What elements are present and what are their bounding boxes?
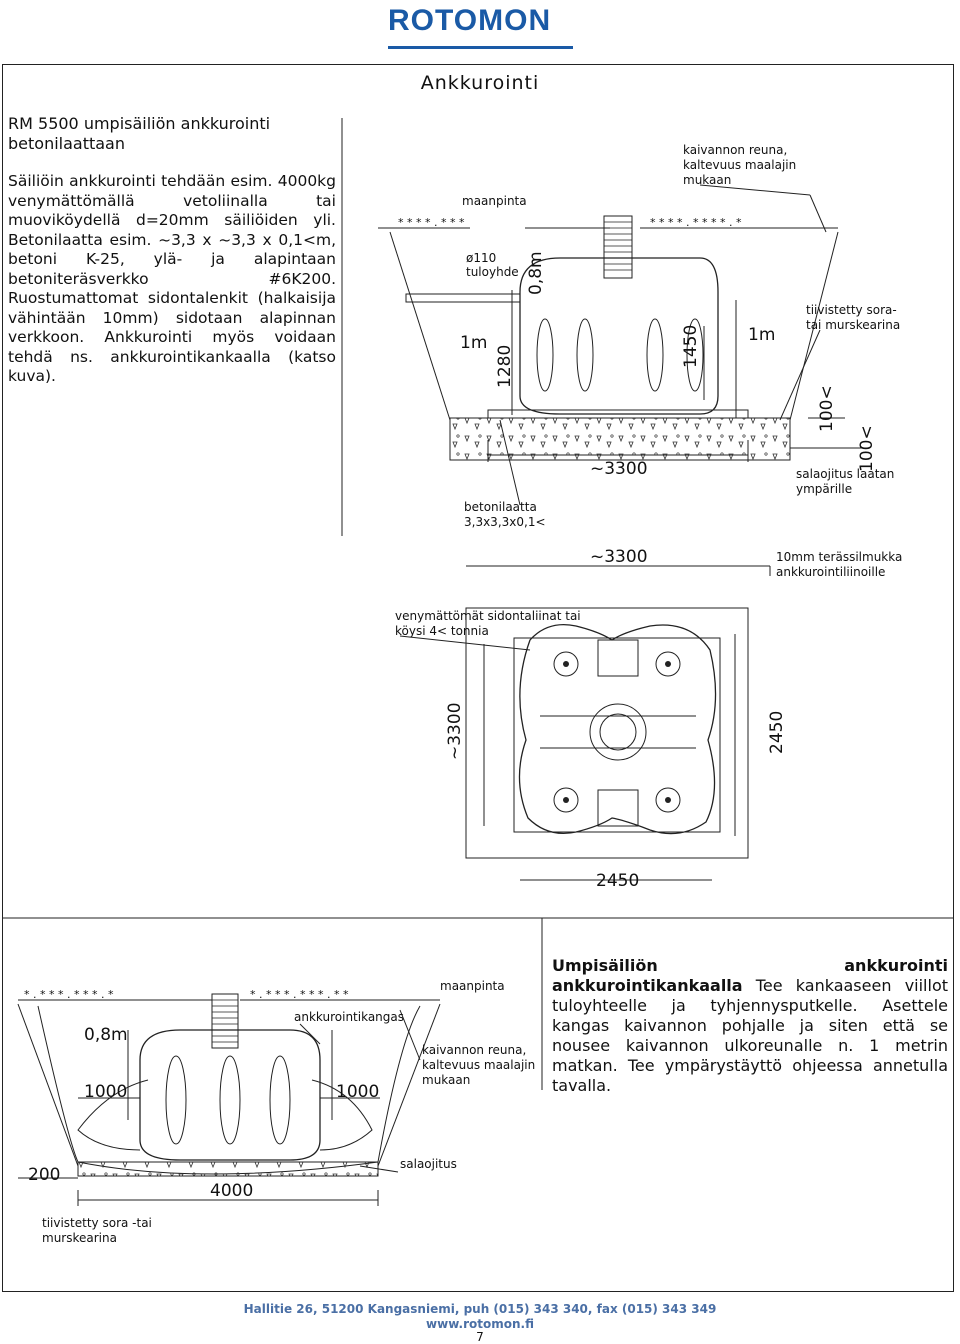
d1-dim-1m-right: 1m [748,325,775,345]
d1-dim-08: 0,8m [526,251,546,295]
diagram-plan-view [399,565,771,881]
svg-text:* . * * * . * * * . * *: * . * * * . * * * . * * [250,988,349,1001]
page-number: 7 [476,1330,484,1344]
d3-dim-200: 200 [28,1165,60,1185]
d3-kangas: ankkurointikangas [294,1010,404,1024]
d1-kaivanto-1: kaivannon reuna, [683,143,787,157]
d3-sora-1: tiivistetty sora -tai [42,1216,152,1230]
d3-dim-1000-right: 1000 [336,1082,379,1102]
section1-body: Säiliöin ankkurointi tehdään esim. 4000k… [8,172,336,385]
tank-fabric [139,1029,321,1161]
d3-kaivanto-3: mukaan [422,1073,470,1087]
d1-laatta-1: betonilaatta [464,500,537,514]
d3-dim-1000-left: 1000 [84,1082,127,1102]
rotomon-logo: ROTOMON [388,4,552,37]
page-frame [2,64,954,1292]
d3-sora-2: murskearina [42,1231,117,1245]
d1-dim-1m-left: 1m [460,333,487,353]
concrete-slab [487,409,749,419]
d1-dim-100b: 100< [857,425,877,472]
d2-strap-2: köysi 4< tonnia [395,624,489,638]
d2-dim-bottom: 2450 [596,871,639,891]
tank-plan [518,623,717,835]
svg-text:* * * * . * * *: * * * * . * * * [398,216,465,229]
footer: Hallitie 26, 51200 Kangasniemi, puh (015… [0,1302,960,1332]
diagram-section-fabric: * . * * * . * * * . * * . * * * . * * * … [17,988,441,1206]
d1-pipe-1: ø110 [466,251,496,265]
d1-dim-3300: ~3300 [590,459,648,479]
page-title: Ankkurointi [420,72,540,94]
footer-address: Hallitie 26, 51200 Kangasniemi, puh (015… [243,1302,717,1316]
d2-dim-right: 2450 [767,711,787,754]
d1-kaivanto-2: kaltevuus maalajin [683,158,796,172]
logo-underline [388,46,573,49]
d3-salaojitus: salaojitus [400,1157,457,1171]
d3-kaivanto-1: kaivannon reuna, [422,1043,526,1057]
d1-salaojitus-1: salaojitus laatan [796,467,894,481]
section2-heading: Umpisäiliön ankkurointi ankkurointikanka… [552,956,948,995]
svg-text:* . * * * . * * * . *: * . * * * . * * * . * [24,988,114,1001]
d3-dim-08: 0,8m [84,1025,128,1045]
svg-text:* * * * . * * * * . *: * * * * . * * * * . * [650,216,742,229]
gravel-bed-2 [77,1161,379,1177]
section1-heading: RM 5500 umpisäiliön ankkurointi betonila… [8,114,271,153]
d3-dim-4000: 4000 [210,1181,253,1201]
d2-note-2: ankkurointiliinoille [776,565,885,579]
d2-dim-left: ~3300 [445,702,465,760]
d1-salaojitus-2: ympärille [796,482,852,496]
d3-kaivanto-2: kaltevuus maalajin [422,1058,535,1072]
diagram-section-slab: * * * * . * * * * * * * . * * * * . * [378,184,870,506]
d1-kaivanto-3: mukaan [683,173,731,187]
section1-text: RM 5500 umpisäiliön ankkurointi betonila… [8,114,336,387]
d1-pipe-2: tuloyhde [466,265,519,279]
d1-dim-100a: 100< [817,385,837,432]
d1-laatta-2: 3,3x3,3x0,1< [464,515,546,529]
d1-sora-1: tiivistetty sora- [806,303,897,317]
section2-text: Umpisäiliön ankkurointi ankkurointikanka… [552,956,948,1096]
gravel-bed [449,417,791,461]
d1-maanpinta: maanpinta [462,194,527,208]
d2-note-1: 10mm terässilmukka [776,550,902,564]
d1-dim-1450: 1450 [681,325,701,368]
footer-web[interactable]: www.rotomon.fi [426,1317,534,1331]
d2-strap-1: venymättömät sidontaliinat tai [395,609,581,623]
d1-sora-2: tai murskearina [806,318,900,332]
d2-dim-top: ~3300 [590,547,648,567]
section2-body: Tee kankaaseen viillot tuloyhteelle ja t… [552,976,948,1095]
slab-outline [465,607,749,859]
tank-outline [519,257,719,415]
d3-maanpinta: maanpinta [440,979,505,993]
d1-dim-1280: 1280 [495,345,515,388]
